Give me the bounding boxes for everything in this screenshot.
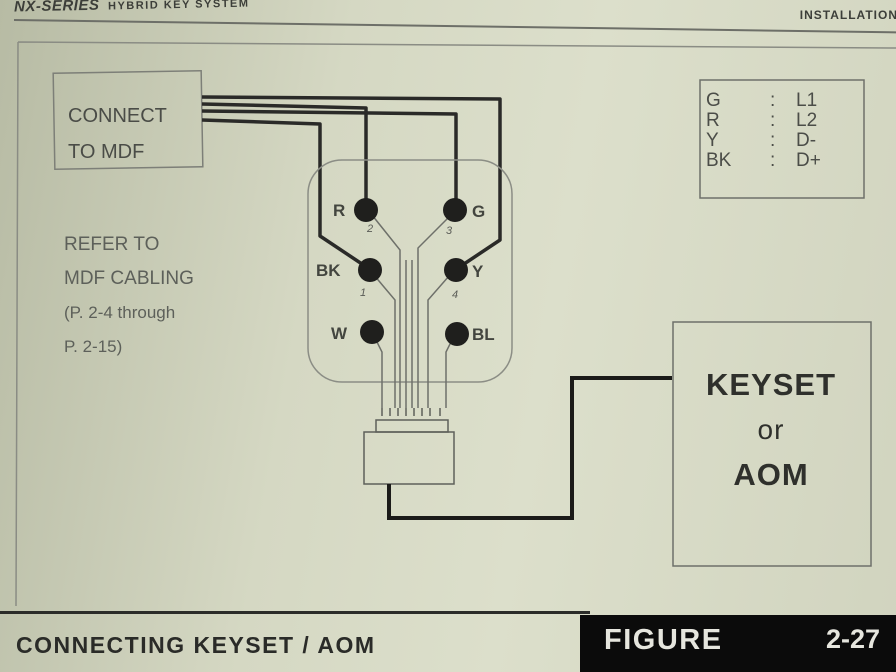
pin-g-number: 3 xyxy=(446,225,453,237)
legend-value: D- xyxy=(796,130,817,151)
pin-g-dot xyxy=(443,198,467,222)
wire-r-mdf xyxy=(201,102,368,208)
wire-y-mdf xyxy=(201,109,458,210)
mdf-line-1: CONNECT xyxy=(68,105,167,127)
mdf-wires xyxy=(201,95,502,270)
legend-code: Y xyxy=(706,130,719,151)
header-section: INSTALLATION xyxy=(799,8,896,22)
footer-rule xyxy=(0,611,590,614)
pin-bk-dot xyxy=(358,258,382,282)
color-legend: G : L1 R : L2 Y : D- BK : D+ xyxy=(706,91,821,171)
plug-connector xyxy=(363,408,455,485)
pin-w-label: W xyxy=(331,324,348,343)
pin-r-dot xyxy=(354,198,378,222)
mdf-box xyxy=(52,69,204,171)
jack-internal-wires xyxy=(367,209,457,408)
pin-r-number: 2 xyxy=(367,223,374,235)
note-line-3: (P. 2-4 through xyxy=(64,303,176,322)
wire-g-mdf xyxy=(201,95,502,270)
figure-caption: CONNECTING KEYSET / AOM xyxy=(16,632,376,658)
legend-code: R xyxy=(706,110,720,131)
note-line-2: MDF CABLING xyxy=(64,268,194,289)
modular-jack xyxy=(307,159,513,383)
keyset-line-3: AOM xyxy=(733,457,809,492)
legend-code: BK xyxy=(706,150,732,171)
legend-value: L1 xyxy=(796,90,818,111)
jack-pins xyxy=(354,198,469,346)
cable-to-keyset xyxy=(387,376,672,520)
legend-sep: : xyxy=(770,90,776,111)
keyset-label: KEYSET or AOM xyxy=(676,362,866,497)
keyset-line-2: or xyxy=(757,414,785,445)
pin-y-label: Y xyxy=(472,262,484,281)
keyset-box xyxy=(672,321,872,567)
figure-number: 2-27 xyxy=(826,624,881,654)
note-line-4: P. 2-15) xyxy=(64,337,123,356)
keyset-line-1: KEYSET xyxy=(705,367,837,402)
pin-y-number: 4 xyxy=(452,289,459,301)
page-frame xyxy=(15,41,896,607)
mdf-box-label: CONNECT TO MDF xyxy=(68,98,167,170)
legend-sep: : xyxy=(770,150,776,171)
legend-sep: : xyxy=(770,130,776,151)
pin-r-label: R xyxy=(333,201,346,220)
mdf-line-2: TO MDF xyxy=(68,141,145,163)
legend-row: R : L2 xyxy=(706,111,821,131)
legend-sep: : xyxy=(770,110,776,131)
wire-bk-mdf xyxy=(201,118,369,270)
legend-value: D+ xyxy=(796,150,821,171)
legend-row: G : L1 xyxy=(706,91,821,111)
pin-bl-label: BL xyxy=(472,325,495,344)
legend-code: G xyxy=(706,90,721,111)
pin-g-label: G xyxy=(472,202,486,221)
figure-tab xyxy=(580,615,896,672)
legend-row: BK : D+ xyxy=(706,151,821,171)
pin-y-dot xyxy=(444,258,468,282)
cabling-note: REFER TO MDF CABLING (P. 2-4 through P. … xyxy=(64,228,194,364)
figure-label: FIGURE xyxy=(604,624,723,656)
pin-w-dot xyxy=(360,320,384,344)
legend-box xyxy=(699,79,865,199)
legend-row: Y : D- xyxy=(706,131,821,151)
pin-bk-label: BK xyxy=(316,261,341,280)
note-line-1: REFER TO xyxy=(64,234,160,255)
legend-value: L2 xyxy=(796,110,818,131)
pin-bl-dot xyxy=(445,322,469,346)
pin-bk-number: 1 xyxy=(360,287,367,299)
